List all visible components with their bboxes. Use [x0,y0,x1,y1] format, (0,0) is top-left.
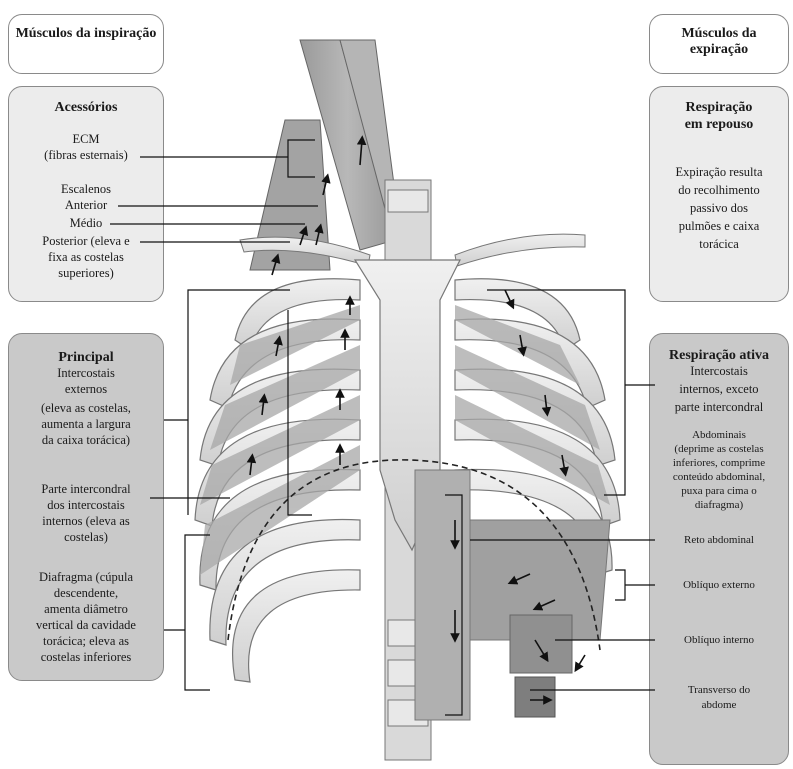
intercondral-line-2: dos intercostais [8,498,164,513]
diaphragm-line-6: costelas inferiores [8,650,164,665]
abdominals-line-1: Abdominais [649,428,789,442]
external-oblique-label: Oblíquo externo [649,578,789,593]
rest-text-2: do recolhimento [649,183,789,198]
diaphragm-line-5: torácica; eleva as [8,634,164,649]
transverse-label-1: Transverso do [649,683,789,698]
rest-heading-2: em repouso [649,117,789,133]
diaphragm-line-3: amenta diâmetro [8,602,164,617]
anterior-label: Anterior [8,198,164,213]
rest-text-1: Expiração resulta [649,165,789,180]
inspiration-title: Músculos da inspiração [8,26,164,42]
rest-text-3: passivo dos [649,201,789,216]
diaphragm-line-1: Diafragma (cúpula [8,570,164,585]
rest-text-4: pulmões e caixa [649,219,789,234]
posterior-label-3: superiores) [8,266,164,281]
principal-heading: Principal [8,350,164,366]
scalenes-label: Escalenos [8,182,164,197]
diaphragm-line-2: descendente, [8,586,164,601]
abdominals-line-2: (deprime as costelas [649,442,789,456]
abdominals-line-4: conteúdo abdominal, [649,470,789,484]
principal-line-4: aumenta a largura [8,417,164,432]
active-line-3: parte intercondral [649,400,789,415]
ecm-label: ECM [8,132,164,147]
principal-line-3: (eleva as costelas, [8,401,164,416]
intercondral-line-1: Parte intercondral [8,482,164,497]
rectus-abdominis-label: Reto abdominal [649,533,789,548]
expiration-title: Músculos da expiração [655,26,783,58]
principal-line-2: externos [8,382,164,397]
posterior-label: Posterior (eleva e [8,234,164,249]
abdominals-line-3: inferiores, comprime [649,456,789,470]
active-heading: Respiração ativa [649,348,789,364]
abdominals-line-6: diafragma) [649,498,789,512]
principal-line-1: Intercostais [8,366,164,381]
internal-oblique [510,615,572,673]
internal-oblique-label: Oblíquo interno [649,633,789,648]
intercondral-line-3: internos (eleva as [8,514,164,529]
transverse-abdominis [515,677,555,717]
transverse-label-2: abdome [649,698,789,713]
accessories-heading: Acessórios [8,100,164,116]
medio-label: Médio [8,216,164,231]
active-line-1: Intercostais [649,364,789,379]
intercondral-line-4: costelas) [8,530,164,545]
rest-text-5: torácica [649,237,789,252]
abdominals-line-5: puxa para cima o [649,484,789,498]
posterior-label-2: fixa as costelas [8,250,164,265]
ecm-sub-label: (fibras esternais) [8,148,164,163]
right-clavicle [455,234,585,266]
diaphragm-line-4: vertical da cavidade [8,618,164,633]
principal-line-5: da caixa torácica) [8,433,164,448]
rest-heading-1: Respiração [649,100,789,116]
active-line-2: internos, exceto [649,382,789,397]
